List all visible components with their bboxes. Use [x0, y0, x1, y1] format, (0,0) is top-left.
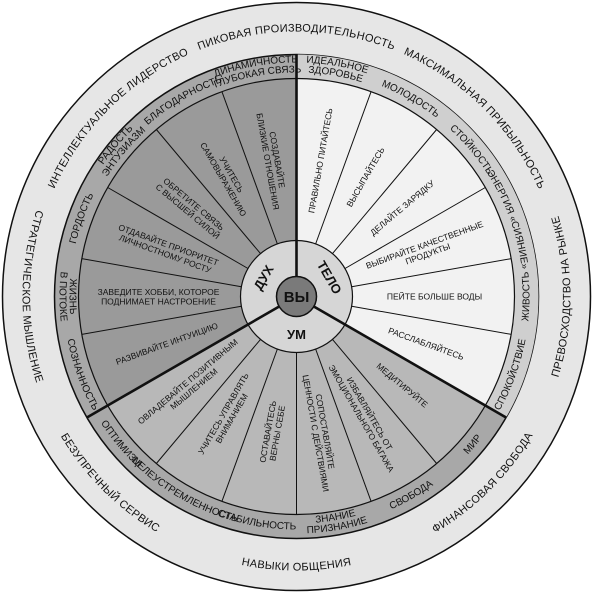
spoke-divider	[315, 348, 372, 502]
spoke-divider	[221, 348, 278, 502]
spoke-divider	[155, 339, 261, 464]
spoke-divider	[81, 305, 242, 335]
spoke-divider	[344, 187, 486, 269]
outer-ring-label: НАВЫКИ ОБЩЕНИЯ	[241, 556, 353, 573]
spoke-divider	[107, 187, 249, 269]
spoke-divider	[155, 129, 261, 254]
spoke-divider	[332, 339, 438, 464]
middle-ring-label: ЖИЗНЬ	[66, 278, 78, 315]
spoke-divider	[221, 91, 278, 245]
spoke-divider	[351, 258, 512, 288]
center-circle	[275, 275, 318, 318]
spoke-divider	[315, 91, 372, 245]
sector-divider	[86, 305, 280, 419]
body-sector	[296, 78, 515, 406]
spoke-divider	[351, 305, 512, 335]
major-dividers	[86, 54, 507, 419]
middle-ring-label: ЖИВОСТЬ	[520, 271, 532, 322]
spirit-sector	[78, 78, 297, 406]
sector-divider	[313, 305, 507, 419]
body-ring-band	[296, 54, 539, 418]
spoke-divider	[332, 129, 438, 254]
spoke-lines	[81, 91, 512, 515]
middle-ring-label: В ПОТОКЕ	[56, 271, 68, 322]
hub-label-mind: УМ	[287, 327, 306, 342]
center-label: ВЫ	[284, 289, 310, 306]
spoke-divider	[81, 258, 242, 288]
spoke-label: ПЕЙТЕ БОЛЬШЕ ВОДЫ	[387, 291, 482, 302]
